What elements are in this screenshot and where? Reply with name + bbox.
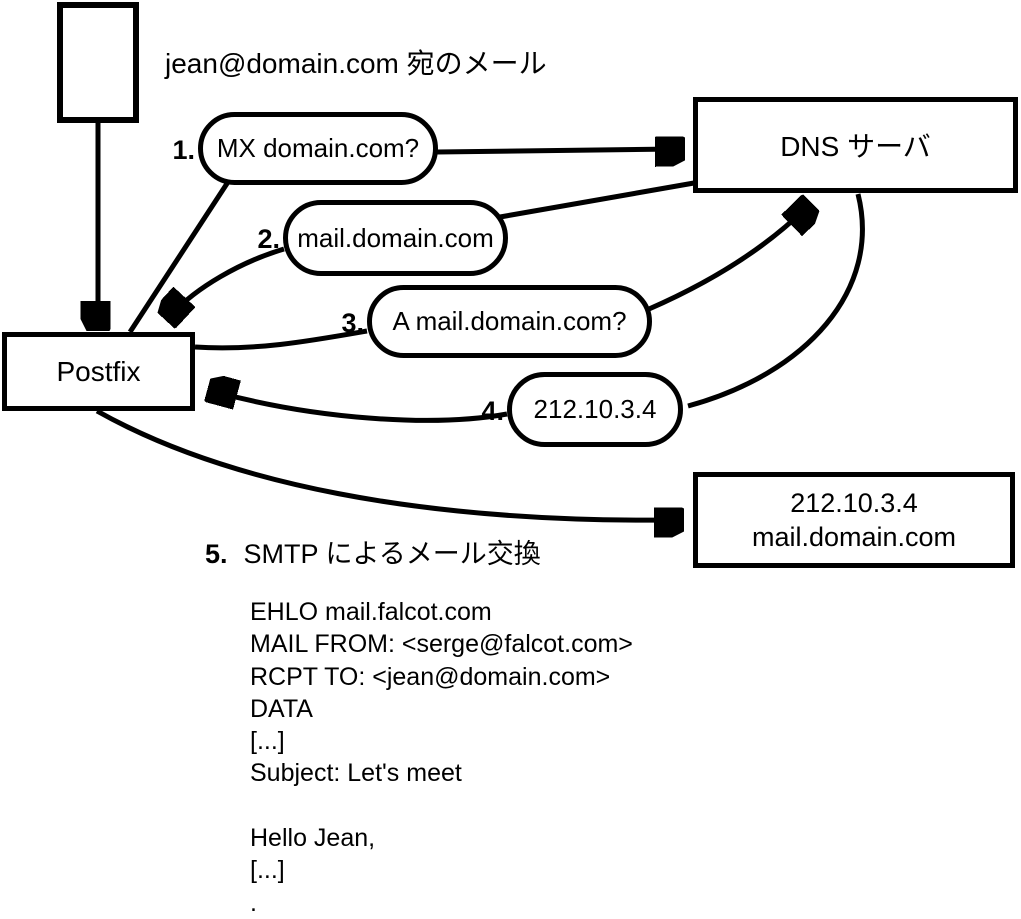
line-dns-to-reply4 [687,193,865,409]
mail-server-node: 212.10.3.4 mail.domain.com [693,472,1015,568]
mail-server-hostname: mail.domain.com [751,522,957,552]
mail-destination-annotation: jean@domain.com 宛のメール [165,48,547,79]
dns-server-node: DNS サーバ [693,97,1018,193]
smtp-line: MAIL FROM: <serge@falcot.com> [250,630,633,659]
smtp-line: Subject: Let's meet [250,759,462,788]
mail-server-ip: 212.10.3.4 [790,488,918,518]
line-postfix-to-query3 [194,328,368,351]
step-2-label: mail.domain.com [297,222,494,253]
arrow-query3-to-dns [647,209,805,312]
smtp-line [250,790,633,822]
smtp-transcript: EHLO mail.falcot.com MAIL FROM: <serge@f… [250,596,633,919]
sender-node [57,2,139,123]
smtp-line: [...] [250,856,285,885]
step-3-label: A mail.domain.com? [392,306,627,336]
smtp-line: [...] [250,727,285,756]
smtp-line: . [250,888,257,917]
step-5-caption: 5. SMTP によるメール交換 [205,532,541,571]
arrow-postfix-to-mailserver [95,408,675,520]
step-3-number: 3. [341,308,364,338]
step-1-number: 1. [172,135,195,165]
step-5-number: 5. [205,539,228,569]
step-1-label: MX domain.com? [216,133,420,163]
step-4-number: 4. [481,396,504,426]
smtp-line: Hello Jean, [250,824,376,853]
step-5-label: SMTP によるメール交換 [243,539,541,569]
smtp-line: DATA [250,694,313,723]
step-3-query-a: A mail.domain.com? [367,285,652,358]
step-1-query-mx: MX domain.com? [198,112,438,185]
line-postfix-to-query1 [127,180,231,334]
arrow-reply2-to-postfix [172,246,285,314]
line-dns-to-reply2 [499,180,695,220]
smtp-line: RCPT TO: <jean@domain.com> [250,662,611,691]
step-4-label: 212.10.3.4 [533,394,657,424]
step-4-reply-a: 212.10.3.4 [507,372,683,447]
step-2-number: 2. [257,224,280,254]
arrow-reply4-to-postfix [216,392,508,423]
step-2-reply-mx: mail.domain.com [283,200,508,276]
smtp-line: EHLO mail.falcot.com [250,598,492,626]
dns-server-label: DNS サーバ [780,131,931,162]
postfix-node: Postfix [2,332,195,411]
arrow-query1-to-dns [436,149,676,152]
postfix-label: Postfix [56,355,141,387]
